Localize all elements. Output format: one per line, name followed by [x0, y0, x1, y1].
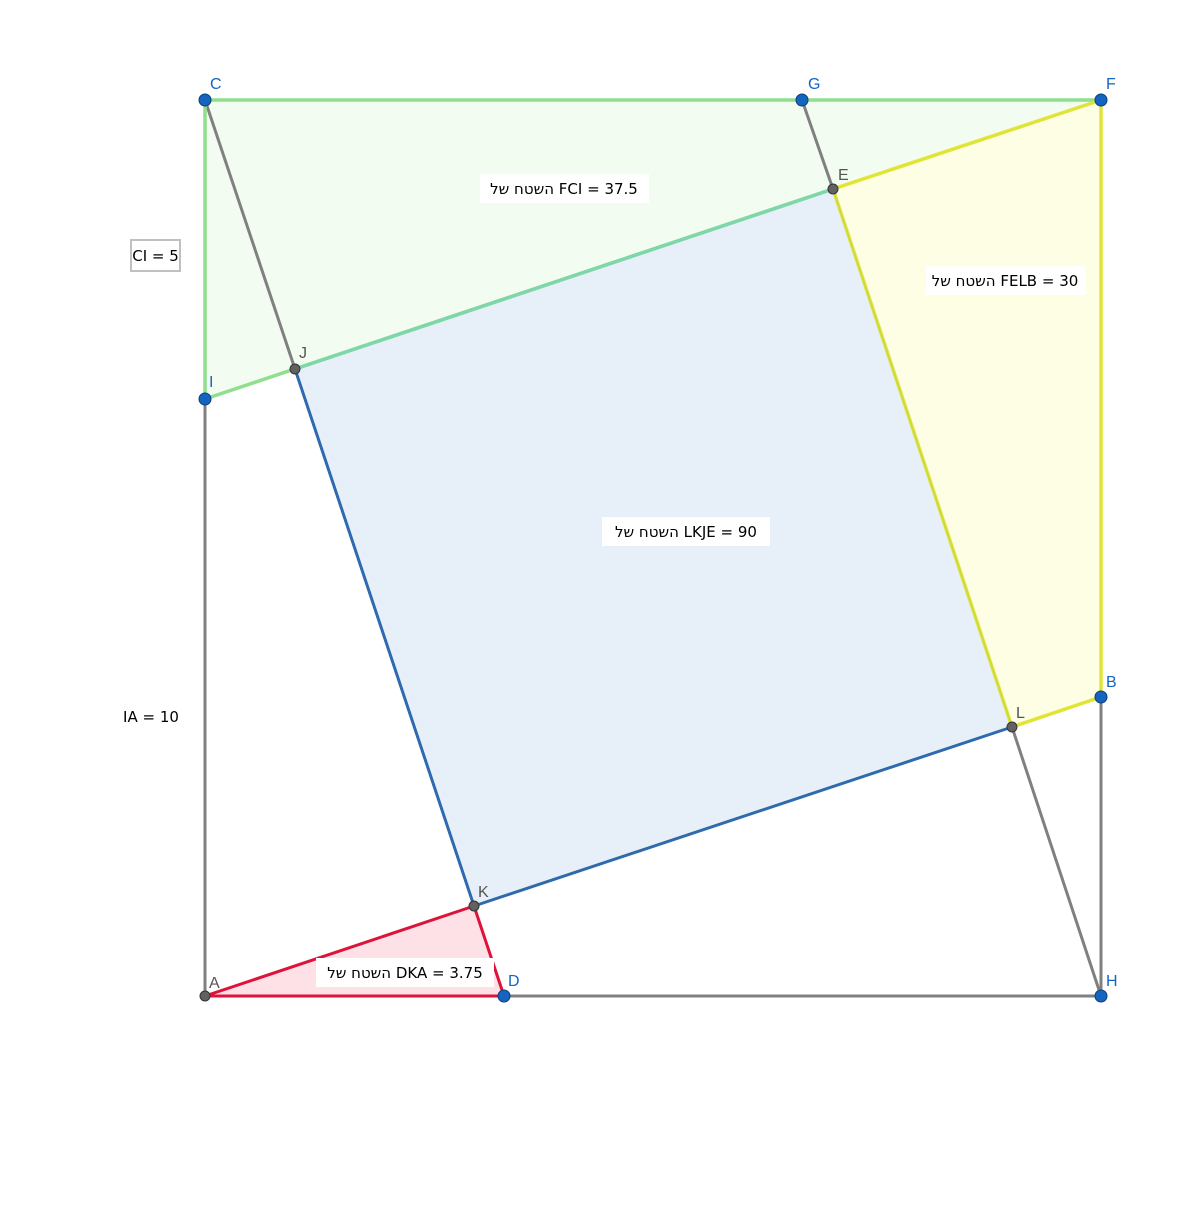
segment-kd[interactable] [472, 904, 506, 998]
square-lkje[interactable] [295, 189, 1012, 906]
point-e[interactable]: E [827, 167, 849, 195]
point-label: B [1106, 674, 1117, 691]
label-area-lkje-text: 90 = LKJE השטח של [615, 523, 757, 541]
point-i[interactable]: I [198, 374, 213, 406]
label-area-fci: 37.5 = FCI השטח של [480, 174, 649, 203]
point-label: G [808, 76, 820, 93]
point-label: L [1016, 705, 1025, 722]
quadrilateral-felb[interactable] [833, 100, 1101, 727]
point-d[interactable]: D [497, 973, 520, 1003]
point-k[interactable]: K [468, 884, 489, 912]
segment-fe[interactable] [831, 98, 1103, 191]
label-ci-length: CI = 5 [130, 239, 181, 272]
point-f[interactable]: F [1094, 76, 1116, 107]
point-label: A [209, 975, 220, 992]
segment-cj[interactable] [203, 98, 297, 371]
segment-je[interactable] [293, 187, 835, 371]
point-label: D [508, 973, 520, 990]
point-label: C [210, 76, 222, 93]
segment-el-overlay [832, 188, 1013, 728]
point-label: E [838, 167, 849, 184]
point-j[interactable]: J [289, 345, 307, 375]
point-h[interactable]: H [1094, 973, 1118, 1003]
label-ia-length: IA = 10 [123, 708, 179, 726]
segment-ak[interactable] [203, 904, 476, 998]
point-g[interactable]: G [795, 76, 820, 107]
segment-ge[interactable] [800, 98, 835, 191]
point-label: K [478, 884, 489, 901]
label-area-fci-text: 37.5 = FCI השטח של [490, 180, 638, 198]
label-ci-length-text: CI = 5 [132, 247, 179, 265]
label-area-felb: 30 = FELB השטח של [926, 266, 1086, 295]
segment-lb[interactable] [1010, 695, 1103, 729]
point-c[interactable]: C [198, 76, 222, 107]
point-label: J [299, 345, 307, 362]
segment-jk[interactable] [293, 367, 476, 908]
point-b[interactable]: B [1094, 674, 1117, 704]
label-area-dka-text: 3.75 = DKA השטח של [327, 964, 483, 982]
point-a[interactable]: A [199, 975, 220, 1002]
label-area-felb-text: 30 = FELB השטח של [932, 272, 1079, 290]
point-label: F [1106, 76, 1116, 93]
point-l[interactable]: L [1006, 705, 1025, 733]
point-label: H [1106, 973, 1118, 990]
segment-lk[interactable] [472, 725, 1014, 908]
label-area-dka: 3.75 = DKA השטח של [316, 958, 494, 987]
segment-lh[interactable] [1010, 725, 1103, 998]
label-area-lkje: 90 = LKJE השטח של [602, 517, 770, 546]
point-label: I [209, 374, 213, 391]
